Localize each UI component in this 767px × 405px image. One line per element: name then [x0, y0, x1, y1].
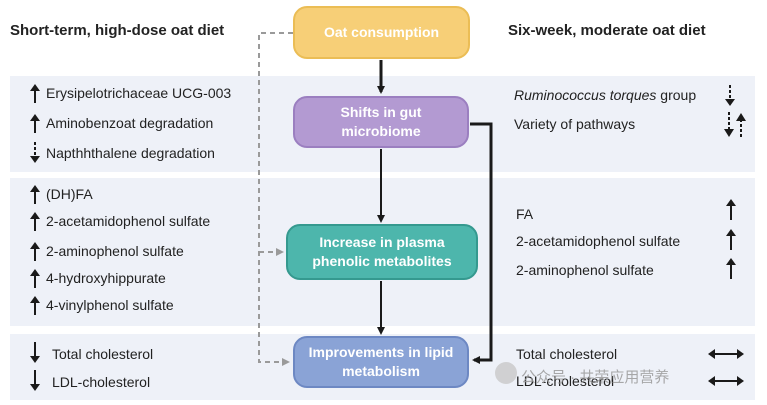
left-lipid-item: Total cholesterol — [52, 346, 154, 362]
arrow-up-icon — [30, 212, 40, 231]
left-metabolite-item: 2-aminophenol sulfate — [46, 243, 184, 259]
left-metabolite-item: (DH)FA — [46, 186, 93, 202]
gut-microbiome-box: Shifts in gut microbiome — [293, 96, 469, 148]
arrow-down-icon — [30, 370, 40, 391]
left-microbiome-item: Erysipelotrichaceae UCG-003 — [46, 85, 232, 101]
lipid-metabolism-label: Improvements in lipid metabolism — [308, 344, 454, 379]
arrow-up-down-dashed-icon — [724, 112, 746, 137]
arrow-down-icon — [30, 342, 40, 363]
arrow-up-icon — [30, 242, 40, 261]
double-arrow-icon — [708, 349, 744, 359]
arrow-down-dashed-icon — [725, 85, 735, 106]
ruminococcus-suffix: group — [656, 87, 697, 103]
left-metabolite-item: 2-acetamidophenol sulfate — [46, 213, 211, 229]
watermark-text: 公众号 · 共荣应用营养 — [521, 369, 670, 386]
right-lipid-item: Total cholesterol — [516, 346, 618, 362]
arrow-up-icon — [30, 269, 40, 288]
left-lipid-item: LDL-cholesterol — [52, 374, 151, 390]
left-header: Short-term, high-dose oat diet — [10, 22, 225, 39]
arrow-up-icon — [30, 296, 40, 315]
right-microbiome-item: Variety of pathways — [514, 116, 636, 132]
lipid-metabolism-box: Improvements in lipid metabolism — [293, 336, 469, 388]
plasma-metabolites-label: Increase in plasma phenolic metabolites — [312, 234, 452, 269]
arrow-up-icon — [30, 185, 40, 204]
arrow-up-icon — [30, 114, 40, 133]
double-arrow-icon — [708, 376, 744, 386]
left-metabolite-item: 4-vinylphenol sulfate — [46, 297, 174, 313]
oat-consumption-box: Oat consumption — [293, 6, 470, 59]
right-metabolite-item: FA — [516, 206, 534, 222]
arrow-up-icon — [726, 258, 736, 279]
plasma-metabolites-box: Increase in plasma phenolic metabolites — [286, 224, 478, 280]
left-metabolite-item: 4-hydroxyhippurate — [46, 270, 166, 286]
ruminococcus-name: Ruminococcus torques — [514, 87, 657, 103]
arrow-down-dashed-icon — [30, 142, 40, 163]
left-microbiome-item: Napthhthalene degradation — [46, 145, 215, 161]
right-lipid-item: LDL-cholesterol — [516, 373, 615, 389]
gut-microbiome-label: Shifts in gut microbiome — [340, 104, 422, 139]
arrow-up-icon — [726, 229, 736, 250]
dashed-oat-bypass — [258, 32, 293, 366]
oat-consumption-label: Oat consumption — [323, 24, 440, 40]
right-microbiome-item: Ruminococcus torques group — [514, 87, 696, 103]
left-microbiome-item: Aminobenzoat degradation — [46, 115, 214, 131]
watermark-logo-icon — [495, 362, 517, 384]
right-metabolite-item: 2-acetamidophenol sulfate — [516, 233, 681, 249]
right-header: Six-week, moderate oat diet — [508, 22, 706, 39]
arrow-gut-to-lipid — [470, 122, 493, 364]
arrow-up-icon — [726, 199, 736, 220]
right-metabolite-item: 2-aminophenol sulfate — [516, 262, 654, 278]
arrow-up-icon — [30, 84, 40, 103]
